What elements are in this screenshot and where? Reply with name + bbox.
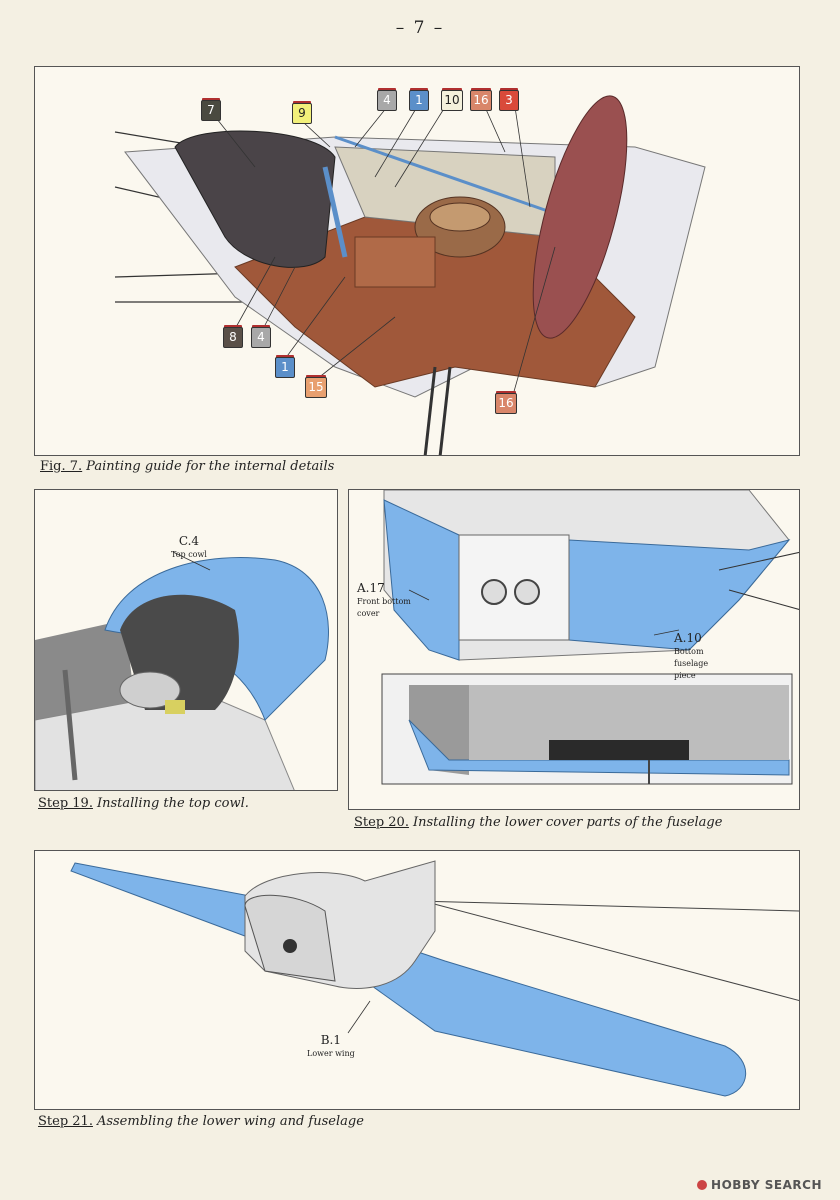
step21-caption-ref: Step 21. bbox=[38, 1114, 93, 1129]
step19-illustration-panel: C.4 Top cowl bbox=[34, 489, 338, 791]
fig7-illustration-panel: 7 9 4 1 10 16 3 8 4 1 15 16 bbox=[34, 66, 800, 456]
step20-illustration-panel: A.17 Front bottom cover A.10 Bottom fuse… bbox=[348, 489, 800, 810]
paint-badge-3: 3 bbox=[499, 90, 519, 111]
step19-caption: Step 19.Installing the top cowl. bbox=[38, 796, 249, 811]
top-cowl-illustration bbox=[35, 551, 329, 790]
lower-cover-illustration bbox=[381, 490, 799, 785]
paint-badge-7: 7 bbox=[201, 100, 221, 121]
fig7-caption-text: Painting guide for the internal details bbox=[86, 459, 335, 474]
page-number: – 7 – bbox=[395, 18, 445, 38]
top-cowl-label: C.4 Top cowl bbox=[171, 534, 207, 559]
lower-wing-illustration bbox=[70, 860, 799, 1097]
paint-badge-1b: 1 bbox=[275, 357, 295, 378]
hobby-search-logo-icon bbox=[697, 1180, 708, 1190]
front-bottom-cover-label: A.17 Front bottom cover bbox=[357, 581, 411, 618]
fig7-caption-ref: Fig. 7. bbox=[40, 459, 83, 474]
paint-badge-15: 15 bbox=[305, 377, 327, 398]
lower-wing-label: B.1 Lower wing bbox=[307, 1033, 355, 1058]
step20-caption-ref: Step 20. bbox=[354, 815, 409, 830]
step19-caption-text: Installing the top cowl. bbox=[96, 796, 249, 811]
paint-badge-9: 9 bbox=[292, 103, 312, 124]
paint-badge-16: 16 bbox=[470, 90, 492, 111]
step21-illustration-panel: B.1 Lower wing bbox=[34, 850, 800, 1110]
hobby-search-watermark: HOBBY SEARCH bbox=[697, 1178, 822, 1192]
step19-caption-ref: Step 19. bbox=[38, 796, 93, 811]
step20-caption: Step 20.Installing the lower cover parts… bbox=[354, 815, 722, 830]
paint-badge-4b: 4 bbox=[251, 327, 271, 348]
cockpit-interior-illustration bbox=[114, 95, 706, 455]
paint-badge-1: 1 bbox=[409, 90, 429, 111]
paint-badge-4: 4 bbox=[377, 90, 397, 111]
step20-caption-text: Installing the lower cover parts of the … bbox=[412, 815, 723, 830]
fig7-caption: Fig. 7.Painting guide for the internal d… bbox=[40, 459, 334, 474]
paint-badge-16b: 16 bbox=[495, 393, 517, 414]
paint-badge-10: 10 bbox=[441, 90, 463, 111]
bottom-fuselage-piece-label: A.10 Bottom fuselage piece bbox=[674, 631, 709, 680]
paint-badge-8: 8 bbox=[223, 327, 243, 348]
step21-caption-text: Assembling the lower wing and fuselage bbox=[96, 1114, 364, 1129]
step21-caption: Step 21.Assembling the lower wing and fu… bbox=[38, 1114, 364, 1129]
